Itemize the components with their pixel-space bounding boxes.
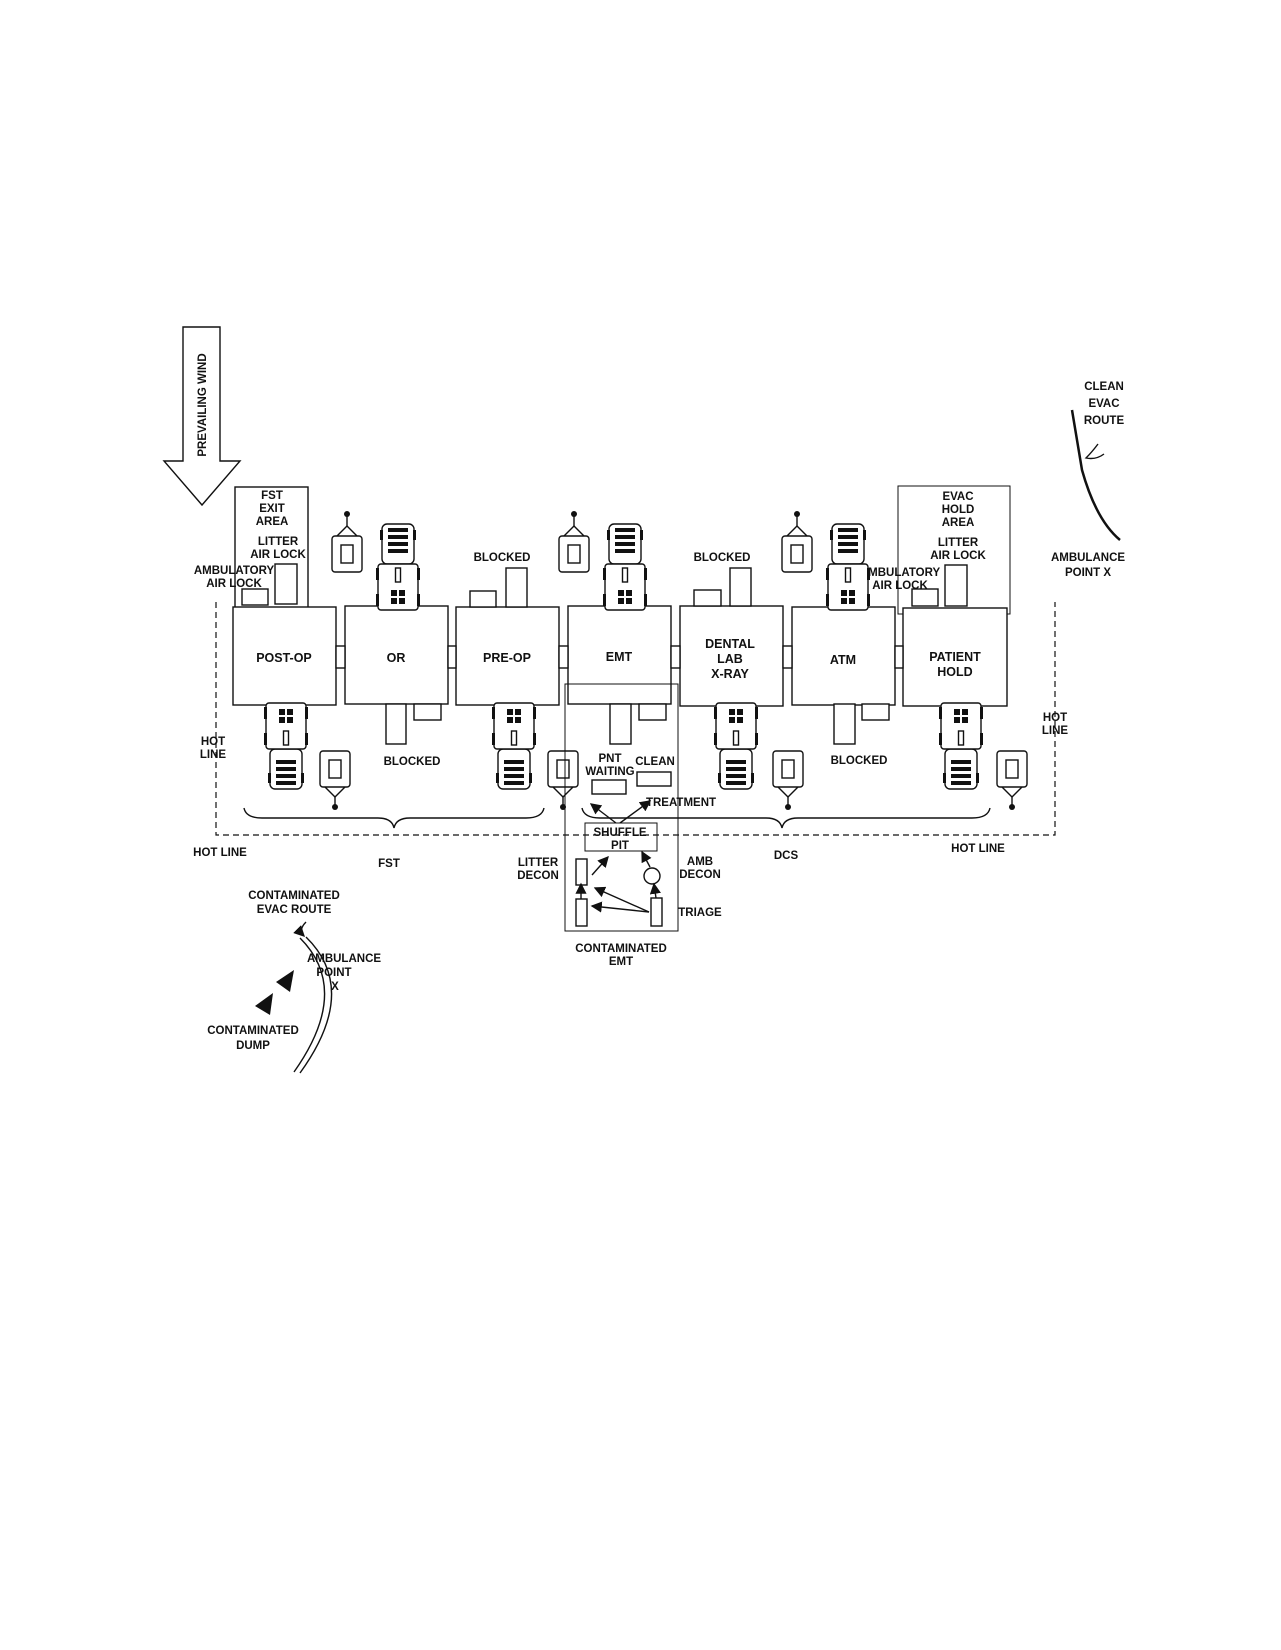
or-bottom-airlock-small bbox=[413, 703, 442, 721]
contaminated-emt-label-1: CONTAMINATED bbox=[575, 943, 667, 955]
pnt-waiting-label-2: WAITING bbox=[585, 766, 634, 778]
dental-top-airlock-small bbox=[693, 589, 722, 607]
evac-ambulatory-air-lock-label-1: AMBULATORY bbox=[860, 567, 941, 579]
hot-line-label-bottom-right: HOT LINE bbox=[951, 843, 1005, 855]
prevailing-wind-arrow-icon: PREVAILING WIND bbox=[162, 326, 242, 507]
shuffle-pit-label-1: SHUFFLE bbox=[593, 827, 646, 839]
triage-right-station bbox=[650, 897, 663, 927]
fst-group-label: FST bbox=[378, 858, 400, 870]
pre-op-top-airlock-large bbox=[505, 567, 528, 608]
hot-line-boundary bbox=[215, 602, 1056, 836]
pre-op-blocked-label: BLOCKED bbox=[474, 552, 531, 564]
contaminated-dump-label-2: DUMP bbox=[236, 1040, 270, 1052]
evac-ambulatory-air-lock bbox=[911, 588, 939, 607]
fst-exit-area-label-3: AREA bbox=[256, 516, 289, 528]
ambulance-point-contaminated-label-1: AMBULANCE bbox=[307, 953, 381, 965]
tent-pre-op-label: PRE-OP bbox=[483, 651, 531, 665]
clean-label: CLEAN bbox=[635, 756, 675, 768]
litter-decon-station bbox=[575, 858, 588, 886]
amb-decon-station bbox=[643, 867, 661, 885]
dental-top-airlock-large bbox=[729, 567, 752, 607]
dental-blocked-label: BLOCKED bbox=[694, 552, 751, 564]
contaminated-marker-lower-icon bbox=[255, 993, 273, 1015]
triage-left-litter bbox=[575, 898, 588, 927]
evac-litter-air-lock-label-1: LITTER bbox=[938, 537, 979, 549]
fst-litter-air-lock-label-1: LITTER bbox=[258, 536, 299, 548]
emt-bottom-airlock-small bbox=[638, 703, 667, 721]
emt-bottom-airlock-large bbox=[609, 703, 632, 745]
tent-row: POST-OP OR PRE-OP EMT DENTAL LAB X-RAY A… bbox=[232, 605, 1008, 707]
hot-line-label-bottom-left: HOT LINE bbox=[193, 847, 247, 859]
contaminated-marker-upper-icon bbox=[276, 970, 294, 992]
pnt-waiting-box bbox=[591, 779, 627, 795]
litter-decon-label-1: LITTER bbox=[518, 857, 559, 869]
ambulance-point-clean-label-1: AMBULANCE bbox=[1051, 552, 1125, 564]
amb-decon-label-1: AMB bbox=[687, 856, 713, 868]
tent-post-op bbox=[232, 606, 337, 706]
hot-line-label-top-right-2: LINE bbox=[1042, 725, 1069, 737]
top-vehicles: BLOCKED BLOCKED bbox=[331, 510, 871, 611]
tent-emt-label: EMT bbox=[606, 650, 633, 664]
atm-bottom-airlock-small bbox=[861, 703, 890, 721]
triage-label: TRIAGE bbox=[678, 907, 722, 919]
or-blocked-label: BLOCKED bbox=[384, 756, 441, 768]
ambulance-point-contaminated-label-2: POINT bbox=[316, 967, 351, 979]
evac-litter-air-lock-label-2: AIR LOCK bbox=[930, 550, 986, 562]
bottom-vehicles: BLOCKED BLOCKED bbox=[263, 702, 1028, 811]
evac-hold-area-label-3: AREA bbox=[942, 517, 975, 529]
evac-litter-air-lock bbox=[944, 564, 968, 607]
hot-line-label-top-right-1: HOT bbox=[1043, 712, 1067, 724]
evac-hold-area-label-2: HOLD bbox=[942, 504, 975, 516]
or-bottom-airlock-large bbox=[385, 703, 407, 745]
pre-op-top-airlock-small bbox=[469, 590, 497, 608]
clean-evac-route-label-3: ROUTE bbox=[1084, 415, 1125, 427]
contaminated-emt-area: PNT WAITING CLEAN TREATMENT SHUFFLE PIT … bbox=[517, 683, 722, 968]
shuffle-pit-label-2: PIT bbox=[611, 840, 629, 852]
pnt-waiting-label-1: PNT bbox=[599, 753, 622, 765]
fst-litter-air-lock-label-2: AIR LOCK bbox=[250, 549, 306, 561]
fst-exit-area-label-2: EXIT bbox=[259, 503, 285, 515]
contaminated-evac-route: CONTAMINATED EVAC ROUTE AMBULANCE POINT … bbox=[207, 890, 381, 1074]
fst-exit-area-label-1: FST bbox=[261, 490, 283, 502]
tent-atm-label: ATM bbox=[830, 653, 856, 667]
tent-patient-hold-label-1: PATIENT bbox=[929, 650, 981, 664]
clean-evac-route-label-2: EVAC bbox=[1088, 398, 1119, 410]
tent-dental-label-1: DENTAL bbox=[705, 637, 755, 651]
litter-decon-label-2: DECON bbox=[517, 870, 559, 882]
tent-dental-label-2: LAB bbox=[717, 652, 743, 666]
hot-line-label-top-left-1: HOT bbox=[201, 736, 225, 748]
ambulance-point-clean-label-2: POINT X bbox=[1065, 567, 1111, 579]
dcs-group-label: DCS bbox=[774, 850, 799, 862]
contaminated-evac-route-label-2: EVAC ROUTE bbox=[257, 904, 332, 916]
fst-exit-area: FST EXIT AREA LITTER AIR LOCK AMBULATORY… bbox=[194, 486, 309, 613]
fst-ambulatory-air-lock-label-2: AIR LOCK bbox=[206, 578, 262, 590]
dcs-group-brace: DCS bbox=[581, 807, 991, 862]
fst-litter-air-lock bbox=[274, 563, 298, 605]
contaminated-emt-label-2: EMT bbox=[609, 956, 633, 968]
contaminated-dump-label-1: CONTAMINATED bbox=[207, 1025, 299, 1037]
tent-patient-hold-label-2: HOLD bbox=[937, 665, 972, 679]
evac-hold-area-label-1: EVAC bbox=[942, 491, 973, 503]
ambulance-point-contaminated-label-3: X bbox=[331, 981, 339, 993]
clean-evac-route: CLEAN EVAC ROUTE AMBULANCE POINT X bbox=[1051, 381, 1125, 579]
contaminated-evac-route-label-1: CONTAMINATED bbox=[248, 890, 340, 902]
clean-box bbox=[636, 771, 672, 787]
atm-blocked-label: BLOCKED bbox=[831, 755, 888, 767]
tent-patient-hold bbox=[902, 607, 1008, 707]
fst-ambulatory-air-lock-label-1: AMBULATORY bbox=[194, 565, 275, 577]
prevailing-wind-label: PREVAILING WIND bbox=[197, 353, 209, 456]
fst-group-brace: FST bbox=[243, 807, 545, 870]
amb-decon-label-2: DECON bbox=[679, 869, 721, 881]
fst-ambulatory-air-lock bbox=[241, 588, 269, 606]
tent-or-label: OR bbox=[387, 651, 406, 665]
clean-evac-route-label-1: CLEAN bbox=[1084, 381, 1124, 393]
atm-bottom-airlock-large bbox=[833, 703, 856, 745]
treatment-label: TREATMENT bbox=[646, 797, 716, 809]
hot-line-label-top-left-2: LINE bbox=[200, 749, 227, 761]
evac-hold-area: EVAC HOLD AREA LITTER AIR LOCK AMBULATOR… bbox=[860, 485, 1011, 615]
tent-post-op-label: POST-OP bbox=[256, 651, 312, 665]
tent-dental-label-3: X-RAY bbox=[711, 667, 749, 681]
